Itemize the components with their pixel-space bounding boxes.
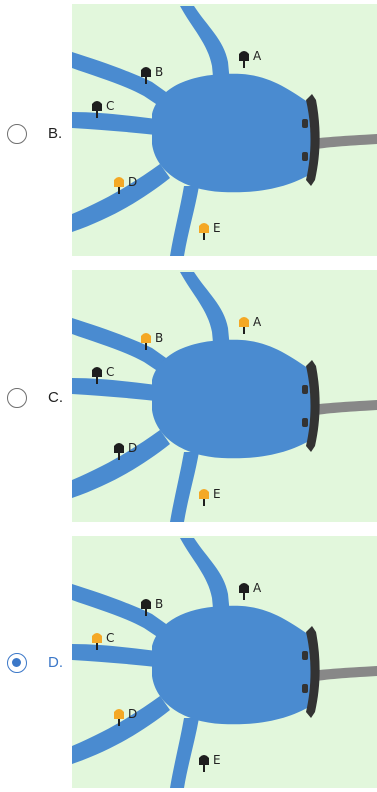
option-c-radio[interactable] <box>7 388 27 408</box>
option-c-map[interactable]: A B C D E <box>72 270 377 522</box>
marker-icon <box>114 709 124 719</box>
marker-label-d: D <box>128 441 137 455</box>
option-c[interactable]: C. A B C D E <box>0 270 377 526</box>
option-c-letter: C. <box>48 389 63 406</box>
marker-post <box>118 453 120 460</box>
option-d-letter: D. <box>48 654 63 671</box>
marker-icon <box>92 367 102 377</box>
marker-label-a: A <box>253 49 262 63</box>
marker-post <box>145 77 147 84</box>
marker-icon <box>92 101 102 111</box>
marker-label-e: E <box>213 487 221 501</box>
marker-post <box>243 593 245 600</box>
marker-label-a: A <box>253 581 262 595</box>
option-d[interactable]: D. A B C D E <box>0 536 377 792</box>
marker-icon <box>199 755 209 765</box>
marker-post <box>118 719 120 726</box>
marker-label-a: A <box>253 315 262 329</box>
option-d-radio[interactable] <box>7 653 27 673</box>
marker-label-e: E <box>213 753 221 767</box>
marker-post <box>145 343 147 350</box>
marker-label-b: B <box>155 597 163 611</box>
marker-post <box>203 765 205 772</box>
marker-label-c: C <box>106 365 114 379</box>
marker-icon <box>141 333 151 343</box>
marker-icon <box>199 489 209 499</box>
option-d-map[interactable]: A B C D E <box>72 536 377 788</box>
marker-icon <box>114 177 124 187</box>
marker-label-c: C <box>106 631 114 645</box>
marker-label-d: D <box>128 175 137 189</box>
option-b[interactable]: B. A B C D E <box>0 4 377 260</box>
marker-icon <box>239 317 249 327</box>
option-b-letter: B. <box>48 125 62 142</box>
marker-post <box>145 609 147 616</box>
marker-icon <box>199 223 209 233</box>
marker-post <box>96 643 98 650</box>
marker-post <box>96 377 98 384</box>
marker-label-d: D <box>128 707 137 721</box>
marker-label-c: C <box>106 99 114 113</box>
marker-post <box>203 499 205 506</box>
marker-post <box>243 327 245 334</box>
marker-label-b: B <box>155 65 163 79</box>
option-d-radio-dot <box>12 658 21 667</box>
marker-post <box>203 233 205 240</box>
marker-icon <box>141 67 151 77</box>
marker-icon <box>141 599 151 609</box>
marker-label-e: E <box>213 221 221 235</box>
marker-icon <box>92 633 102 643</box>
marker-icon <box>239 583 249 593</box>
option-b-map[interactable]: A B C D E <box>72 4 377 256</box>
marker-label-b: B <box>155 331 163 345</box>
marker-post <box>96 111 98 118</box>
marker-icon <box>114 443 124 453</box>
marker-post <box>243 61 245 68</box>
marker-post <box>118 187 120 194</box>
option-b-radio[interactable] <box>7 124 27 144</box>
marker-icon <box>239 51 249 61</box>
